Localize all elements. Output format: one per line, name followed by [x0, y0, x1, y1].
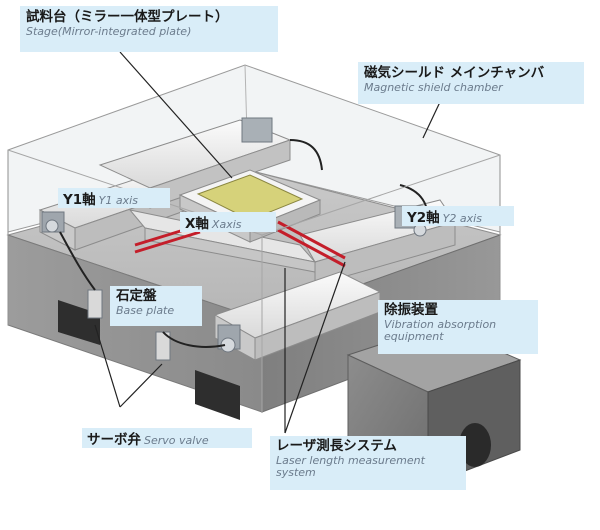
- y2-axis-label-jp: Y2軸: [407, 210, 440, 226]
- base-plate-label-jp: 石定盤: [116, 288, 157, 304]
- laser-beams: [134, 220, 346, 268]
- stage-label-en: Stage(Mirror-integrated plate): [26, 24, 192, 38]
- vibration-label: 除振装置 Vibration absorption equipment: [378, 300, 538, 354]
- y1-back-carriage: [98, 117, 292, 209]
- stage-label: 試料台（ミラー一体型プレート） Stage(Mirror-integrated …: [20, 6, 278, 52]
- laser-system-label: レーザ測長システム Laser length measurement syste…: [270, 436, 466, 490]
- x-axis-label-en: Xaxis: [211, 218, 242, 231]
- base-plate-label: 石定盤 Base plate: [110, 286, 202, 326]
- servo-valve-label-jp: サーボ弁: [87, 432, 141, 448]
- y1-axis-label-en: Y1 axis: [98, 194, 138, 207]
- vibration-label-en: Vibration absorption equipment: [384, 317, 497, 344]
- y2-lower-carriage: [213, 271, 382, 361]
- laser-system-label-jp: レーザ測長システム: [276, 438, 397, 454]
- shield-label-en: Magnetic shield chamber: [364, 80, 503, 94]
- vibration-label-jp: 除振装置: [384, 302, 438, 318]
- servo-valve-label-en: Servo valve: [144, 434, 209, 447]
- leader-lines: [94, 51, 441, 434]
- shield-label: 磁気シールド メインチャンバ Magnetic shield chamber: [358, 62, 584, 104]
- servo-valves: [59, 139, 428, 361]
- stage-label-jp: 試料台（ミラー一体型プレート）: [26, 9, 229, 25]
- y2-axis-label-en: Y2 axis: [442, 212, 482, 225]
- shield-label-jp: 磁気シールド メインチャンバ: [364, 65, 545, 81]
- laser-system-label-en: Laser length measurement system: [276, 453, 425, 480]
- x-axis-label-jp: X軸: [185, 216, 209, 232]
- base-plate-label-en: Base plate: [116, 303, 175, 317]
- y1-axis-label-jp: Y1軸: [63, 192, 96, 208]
